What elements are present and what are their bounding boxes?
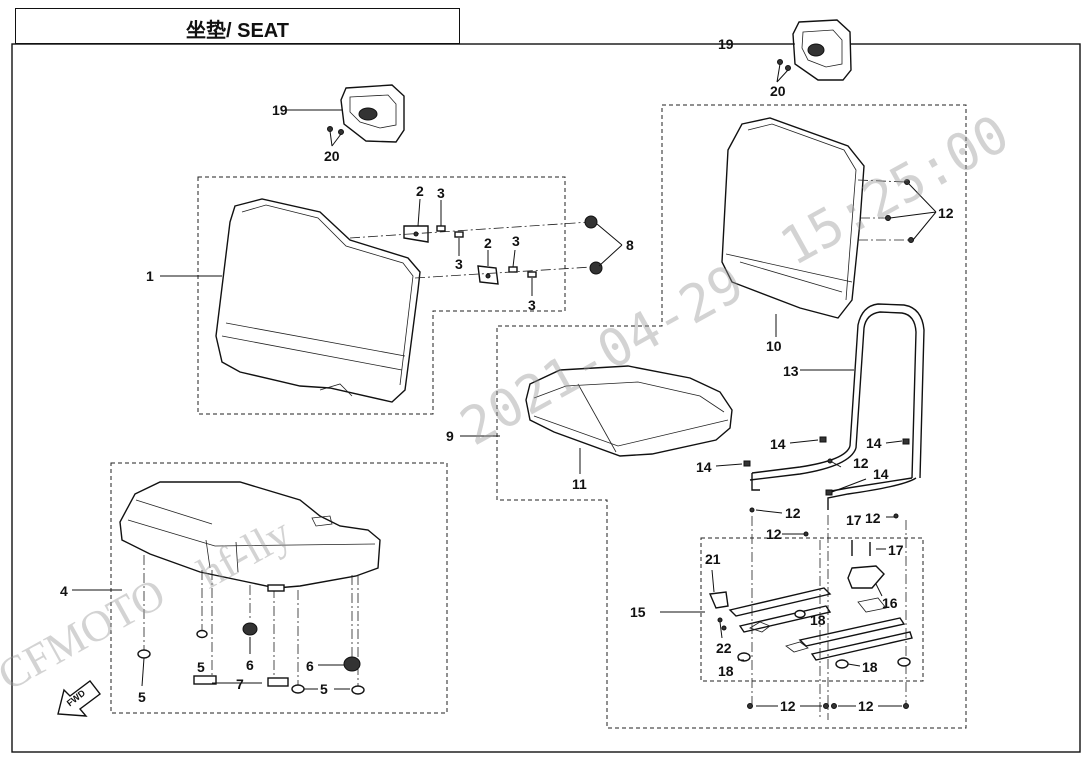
callout-18: 18 [862,659,878,675]
drawing-frame [11,43,1081,753]
washers-18 [737,609,911,669]
nuts-8 [584,215,603,275]
callout-6: 6 [306,658,314,674]
callout-12: 12 [938,205,954,221]
callout-5: 5 [197,659,205,675]
seat-cushion-11 [525,365,733,457]
callout-18: 18 [810,612,826,628]
callout-14: 14 [696,459,712,475]
screws-12-bottom [747,703,909,709]
fwd-arrow-icon [57,680,101,717]
callout-15: 15 [630,604,646,620]
callout-12: 12 [766,526,782,542]
callout-8: 8 [626,237,634,253]
slider-15-group-box [700,537,924,682]
callout-1: 1 [146,268,154,284]
headrest-pad-19-right [792,19,852,81]
callout-21: 21 [705,551,721,567]
bolts-17 [851,540,886,556]
callout-5: 5 [320,681,328,697]
callout-20: 20 [324,148,340,164]
backrest-10 [721,117,865,319]
callout-17: 17 [888,542,904,558]
seat-4-fasteners [137,555,365,695]
callout-11: 11 [572,476,587,492]
callout-12: 12 [865,510,881,526]
callout-14: 14 [873,466,889,482]
seat-9-group-box [496,104,967,729]
callout-12: 12 [858,698,874,714]
callout-16: 16 [882,595,898,611]
screws-20-left [327,126,344,147]
callout-12: 12 [785,505,801,521]
callout-13: 13 [783,363,799,379]
callout-3: 3 [512,233,520,249]
callout-14: 14 [770,436,786,452]
seat-4-group-box [110,462,448,714]
callout-12: 12 [853,455,869,471]
leaders-2-3-8 [417,198,623,296]
screws-20-right [776,59,791,83]
callout-14: 14 [866,435,882,451]
headrest-pad-19-left [340,84,405,143]
callout-19: 19 [718,36,734,52]
callout-19: 19 [272,102,288,118]
handle-16 [847,565,885,597]
leaders-5-6-7 [141,637,350,690]
seat-frame-13 [749,303,925,510]
clip-21-22 [708,569,729,639]
callout-20: 20 [770,83,786,99]
callout-17: 17 [846,512,862,528]
callout-7: 7 [236,676,244,692]
backrest-1 [215,198,421,403]
callout-3: 3 [455,256,463,272]
center-lines-backrest [349,221,593,279]
callout-5: 5 [138,689,146,705]
callout-10: 10 [766,338,782,354]
seat-slider-15 [728,515,913,720]
page-title: 坐垫/ SEAT [186,20,289,42]
callout-9: 9 [446,428,454,444]
backrest-1-group-box [197,176,566,415]
callout-2: 2 [484,235,492,251]
title-box: 坐垫/ SEAT [15,8,460,44]
callout-4: 4 [60,583,68,599]
fasteners-14 [715,436,910,496]
seat-cushion-4 [119,481,381,589]
screws-12-backrest [857,179,937,243]
callout-22: 22 [716,640,732,656]
callout-3: 3 [437,185,445,201]
screws-12-frame [749,458,899,537]
callout-2: 2 [416,183,424,199]
callout-6: 6 [246,657,254,673]
callout-18: 18 [718,663,734,679]
bracket-2-lower [477,265,499,285]
callout-3: 3 [528,297,536,313]
callout-12: 12 [780,698,796,714]
